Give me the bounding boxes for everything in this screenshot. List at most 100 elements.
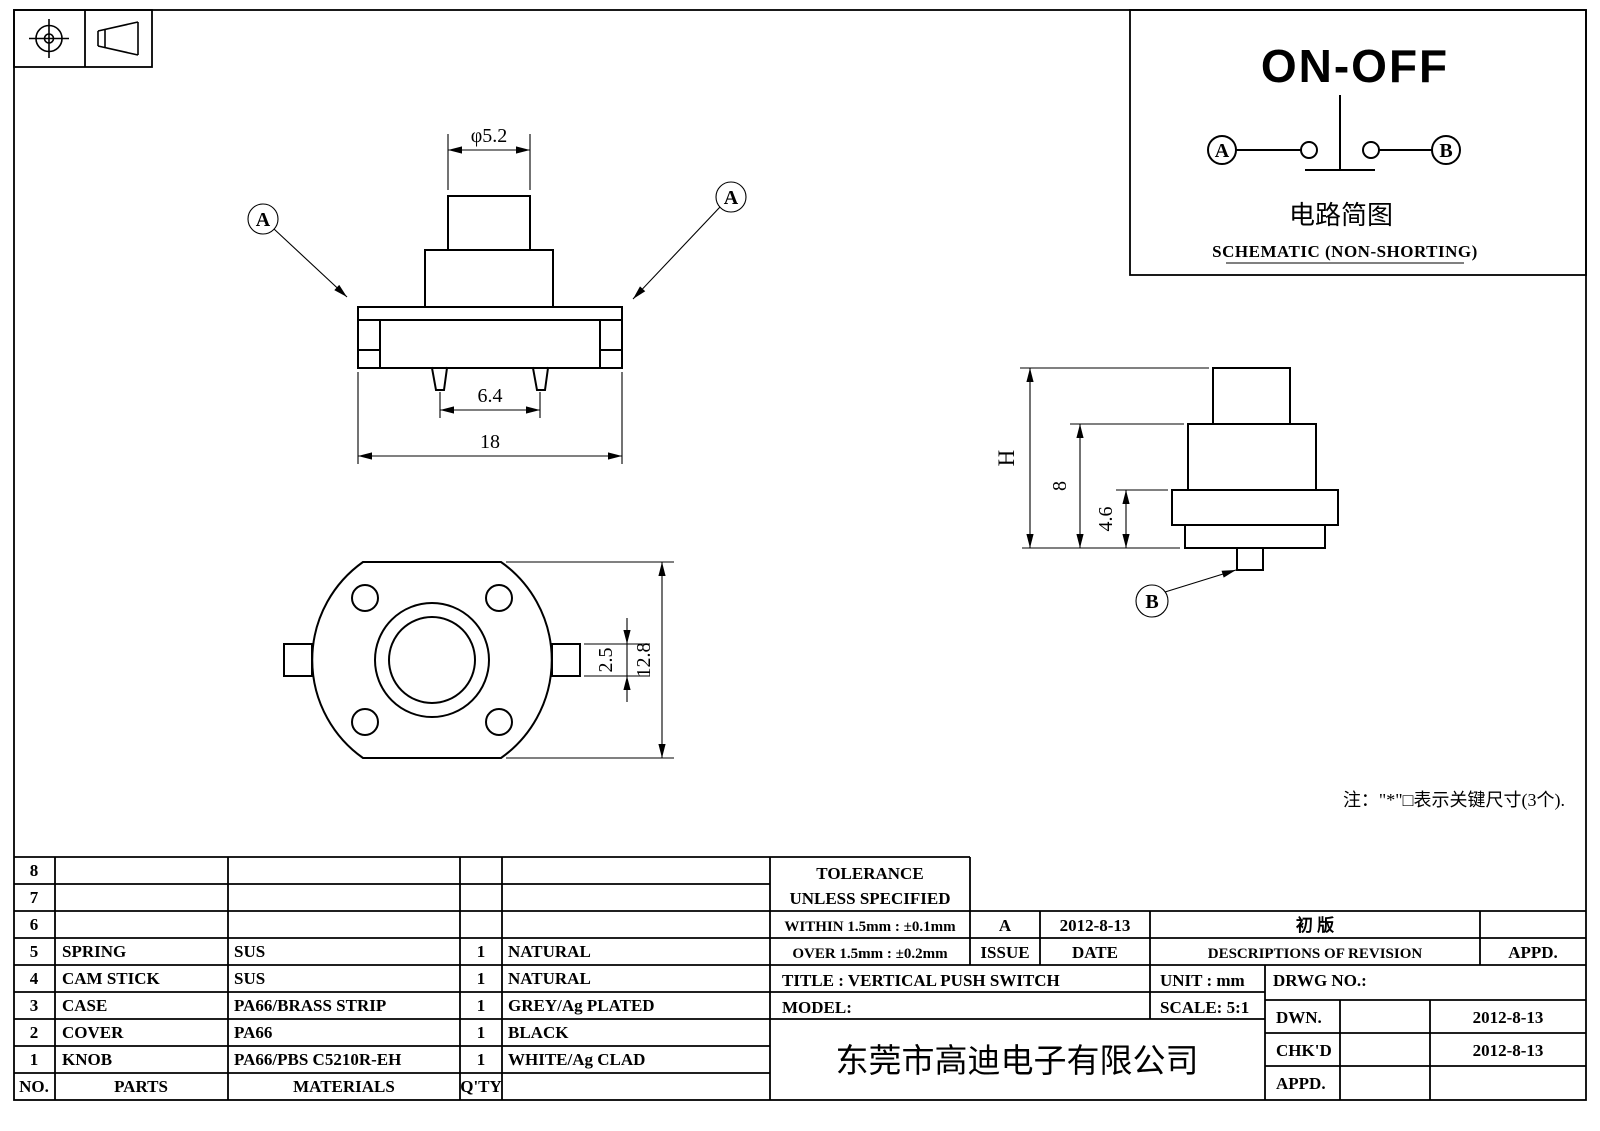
- tolerance-block: TOLERANCE UNLESS SPECIFIED WITHIN 1.5mm …: [784, 864, 956, 962]
- title-block-grid: [14, 856, 1586, 1100]
- revision-block: A ISSUE 2012-8-13 DATE 初 版 DESCRIPTIONS …: [980, 915, 1557, 962]
- bottom-outline: [311, 561, 553, 759]
- balloon-a-right-label: A: [724, 187, 739, 209]
- row-material: SUS: [234, 942, 265, 961]
- dim-body-width: 18: [480, 431, 500, 453]
- row-qty: 1: [477, 942, 486, 961]
- row-qty: 1: [477, 1050, 486, 1069]
- corner-hole: [351, 584, 379, 612]
- company-name: 东莞市高迪电子有限公司: [836, 1042, 1199, 1079]
- drwg-no-label: DRWG NO.:: [1273, 971, 1367, 990]
- front-leg-right: [531, 366, 550, 391]
- chkd-label: CHK'D: [1276, 1041, 1332, 1060]
- unit-label: UNIT : mm: [1160, 971, 1245, 990]
- revision-description-label: DESCRIPTIONS OF REVISION: [1208, 946, 1423, 962]
- schematic-title: ON-OFF: [1261, 40, 1449, 92]
- schematic-panel: ON-OFF A B 电路简图 SCHEMATIC (NON-SHORTING): [1129, 9, 1587, 276]
- footer-qty: Q'TY: [460, 1077, 502, 1096]
- row-no: 2: [30, 1023, 39, 1042]
- scale-label: SCALE: 5:1: [1160, 998, 1249, 1017]
- row-qty: 1: [477, 996, 486, 1015]
- schematic-caption-en: SCHEMATIC (NON-SHORTING): [1212, 242, 1478, 261]
- row-material: SUS: [234, 969, 265, 988]
- side-view: [1171, 367, 1339, 571]
- balloon-b-label: B: [1145, 591, 1158, 613]
- row-no: 7: [30, 888, 39, 907]
- terminal-a-label: A: [1215, 140, 1230, 162]
- revision-appd-label: APPD.: [1508, 943, 1558, 962]
- front-view-dimensions: φ5.2 6.4 18 A A: [247, 125, 747, 464]
- row-no: 3: [30, 996, 39, 1015]
- balloon-a-left: [247, 203, 279, 235]
- row-material: PA66/BRASS STRIP: [234, 996, 386, 1015]
- balloon-a-right: [715, 181, 747, 213]
- title-block: TITLE : VERTICAL PUSH SWITCH UNIT : mm D…: [782, 971, 1543, 1093]
- front-leg-left: [430, 366, 449, 391]
- row-qty: 1: [477, 1023, 486, 1042]
- dim-total-height: H: [994, 450, 1019, 467]
- terminal-b-label: B: [1439, 140, 1452, 162]
- dwn-label: DWN.: [1276, 1008, 1322, 1027]
- tolerance-title: TOLERANCE: [816, 864, 923, 883]
- revision-date: 2012-8-13: [1060, 916, 1131, 935]
- front-view: [357, 195, 623, 391]
- row-part: COVER: [62, 1023, 124, 1042]
- row-part: CASE: [62, 996, 107, 1015]
- projection-symbol-box: [13, 9, 153, 68]
- tolerance-over: OVER 1.5mm : ±0.2mm: [792, 946, 948, 962]
- row-part: SPRING: [62, 942, 126, 961]
- dwn-date: 2012-8-13: [1473, 1008, 1544, 1027]
- row-finish: NATURAL: [508, 942, 591, 961]
- parts-table: 8 7 6 5 SPRING SUS 1 NATURAL 4 CAM STICK…: [19, 861, 654, 1096]
- cone-projection-symbol: [97, 21, 139, 56]
- corner-hole: [485, 584, 513, 612]
- center-boss-inner: [388, 616, 476, 704]
- tolerance-within: WITHIN 1.5mm : ±0.1mm: [784, 919, 956, 935]
- revision-issue: A: [999, 916, 1012, 935]
- key-dimension-note: 注："*"□表示关键尺寸(3个).: [1343, 790, 1565, 811]
- side-step: [1187, 423, 1317, 491]
- circuit-diagram: A B: [1207, 95, 1461, 171]
- side-bottom-nub: [1236, 547, 1264, 571]
- dim-knob-dia: φ5.2: [471, 125, 508, 147]
- left-tab: [283, 643, 313, 677]
- row-no: 5: [30, 942, 39, 961]
- revision-date-label: DATE: [1072, 943, 1118, 962]
- row-no: 4: [30, 969, 39, 988]
- target-symbol: [29, 19, 69, 58]
- chkd-date: 2012-8-13: [1473, 1041, 1544, 1060]
- bottom-view: [283, 561, 581, 759]
- side-flange: [1171, 489, 1339, 526]
- dim-base-height: 4.6: [1095, 507, 1117, 532]
- row-finish: WHITE/Ag CLAD: [508, 1050, 645, 1069]
- revision-description: 初 版: [1296, 915, 1334, 935]
- revision-issue-label: ISSUE: [980, 943, 1029, 962]
- row-no: 1: [30, 1050, 39, 1069]
- balloon-a-left-label: A: [256, 209, 271, 231]
- row-no: 6: [30, 915, 39, 934]
- row-finish: BLACK: [508, 1023, 569, 1042]
- schematic-caption-cn: 电路简图: [1289, 200, 1393, 230]
- front-body: [357, 306, 623, 369]
- footer-parts: PARTS: [114, 1077, 168, 1096]
- footer-no: NO.: [19, 1077, 49, 1096]
- drawing-title: TITLE : VERTICAL PUSH SWITCH: [782, 971, 1060, 990]
- front-step: [424, 249, 554, 308]
- side-knob: [1212, 367, 1291, 425]
- dim-depth: 12.8: [633, 643, 655, 678]
- center-boss-outer: [374, 602, 490, 718]
- row-finish: NATURAL: [508, 969, 591, 988]
- model-label: MODEL:: [782, 998, 852, 1017]
- corner-hole: [485, 708, 513, 736]
- border-frame: [13, 9, 1587, 1101]
- bottom-view-dimensions: 2.5 12.8: [506, 561, 674, 759]
- dim-tab: 2.5: [595, 648, 617, 673]
- tolerance-subtitle: UNLESS SPECIFIED: [789, 889, 950, 908]
- dim-body-height: 8: [1049, 481, 1071, 491]
- dim-pin-span: 6.4: [478, 385, 503, 407]
- row-part: CAM STICK: [62, 969, 161, 988]
- appd-label: APPD.: [1276, 1074, 1326, 1093]
- front-knob: [447, 195, 531, 251]
- row-qty: 1: [477, 969, 486, 988]
